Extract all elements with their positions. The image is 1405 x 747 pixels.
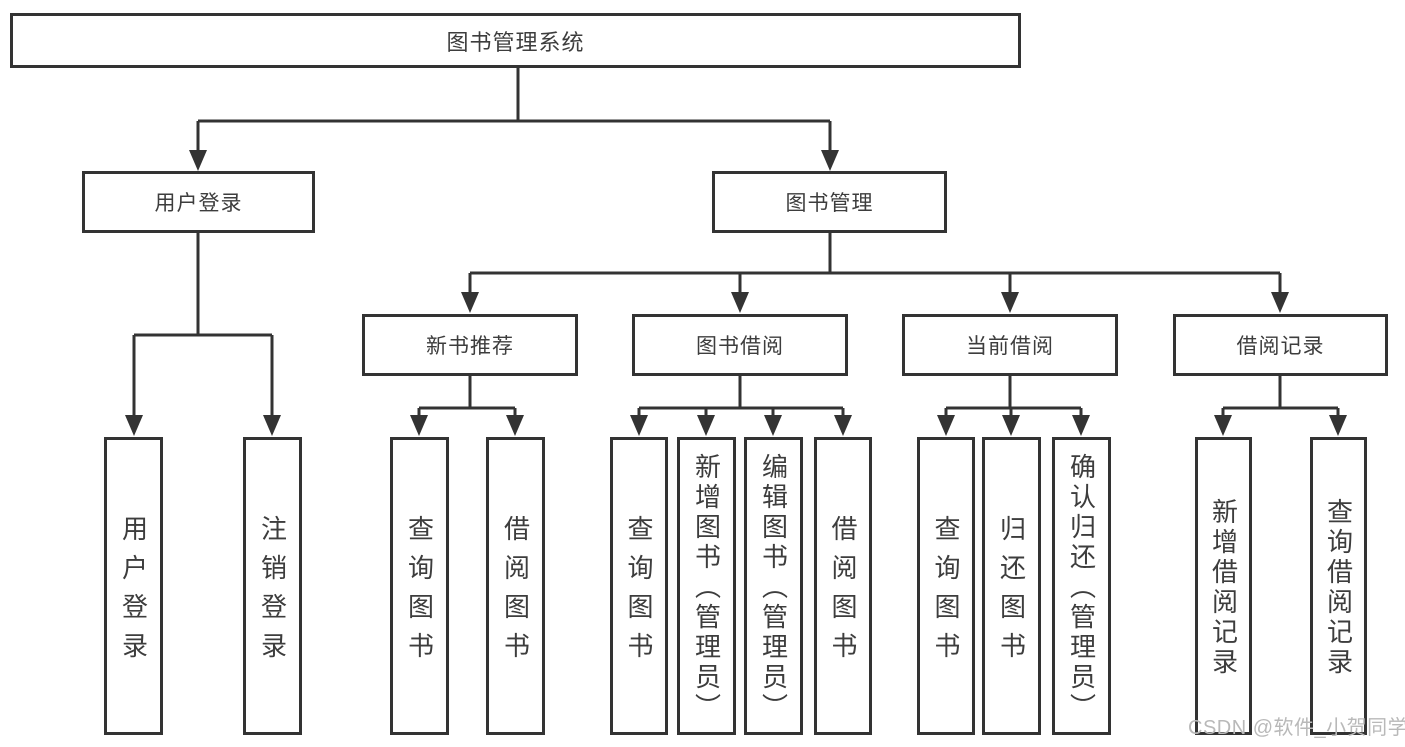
connector-book-borrow xyxy=(630,376,852,436)
connector-current-borrow xyxy=(937,376,1090,436)
node-label: 查询图书 xyxy=(931,514,961,671)
node-leaf-query-borrow-record: 查询借阅记录 xyxy=(1310,437,1367,735)
node-leaf-logout: 注销登录 xyxy=(243,437,302,735)
node-leaf-confirm-return-admin: 确认归还（管理员） xyxy=(1052,437,1111,735)
arrowhead-icon xyxy=(1072,415,1090,436)
node-label: 用户登录 xyxy=(118,514,149,671)
node-label: 归还图书 xyxy=(996,514,1027,671)
node-label: 借阅记录 xyxy=(1236,335,1325,358)
node-current-borrow: 当前借阅 xyxy=(902,314,1118,376)
arrowhead-icon xyxy=(731,292,749,313)
arrowhead-icon xyxy=(1214,415,1232,436)
node-label: 图书管理 xyxy=(785,192,874,215)
node-label: 查询图书 xyxy=(404,514,435,671)
node-label: 借阅图书 xyxy=(500,514,531,671)
arrowhead-icon xyxy=(834,415,852,436)
arrowhead-icon xyxy=(461,292,479,313)
node-label: 当前借阅 xyxy=(966,335,1054,358)
arrowhead-icon xyxy=(263,415,281,436)
connector-line xyxy=(1221,376,1340,424)
node-label: 注销登录 xyxy=(257,514,288,671)
node-book-management: 图书管理 xyxy=(712,171,947,233)
node-label: 用户登录 xyxy=(154,192,243,215)
node-leaf-borrow-books-recommend: 借阅图书 xyxy=(486,437,545,735)
node-leaf-query-books-borrow: 查询图书 xyxy=(610,437,668,735)
arrowhead-icon xyxy=(189,150,207,171)
arrowhead-icon xyxy=(410,415,428,436)
connector-line xyxy=(196,68,832,158)
arrowhead-icon xyxy=(697,415,715,436)
node-leaf-add-borrow-record: 新增借阅记录 xyxy=(1195,437,1252,735)
node-book-borrow: 图书借阅 xyxy=(632,314,848,376)
connector-book-management-branch xyxy=(461,233,1289,313)
node-label: 新书推荐 xyxy=(426,335,514,358)
node-borrow-records: 借阅记录 xyxy=(1173,314,1388,376)
arrowhead-icon xyxy=(125,415,143,436)
node-label: 图书管理系统 xyxy=(446,29,585,55)
arrowhead-icon xyxy=(1271,292,1289,313)
connector-line xyxy=(417,376,517,424)
connector-line xyxy=(132,233,274,424)
node-leaf-query-books-current: 查询图书 xyxy=(917,437,975,735)
node-leaf-query-books-recommend: 查询图书 xyxy=(390,437,449,735)
node-label: 查询借阅记录 xyxy=(1323,498,1354,678)
arrowhead-icon xyxy=(1001,292,1019,313)
arrowhead-icon xyxy=(937,415,955,436)
arrowhead-icon xyxy=(764,415,782,436)
node-new-book-recommend: 新书推荐 xyxy=(362,314,578,376)
arrowhead-icon xyxy=(630,415,648,436)
connector-user-login-branch xyxy=(125,233,281,436)
node-label: 借阅图书 xyxy=(828,514,858,671)
node-label: 新增借阅记录 xyxy=(1208,498,1239,678)
connector-line xyxy=(637,376,845,424)
node-leaf-user-login: 用户登录 xyxy=(104,437,163,735)
node-library-management-system: 图书管理系统 xyxy=(10,13,1021,68)
watermark: CSDN @软件_小贺同学 xyxy=(1188,717,1405,739)
connector-borrow-records xyxy=(1214,376,1347,436)
node-label: 编辑图书（管理员） xyxy=(758,453,789,723)
node-label: 新增图书（管理员） xyxy=(691,453,722,723)
connector-new-book-recommend xyxy=(410,376,524,436)
node-leaf-return-books: 归还图书 xyxy=(982,437,1041,735)
arrowhead-icon xyxy=(821,150,839,171)
connector-root xyxy=(189,68,839,171)
connector-line xyxy=(468,233,1282,300)
node-leaf-edit-books-admin: 编辑图书（管理员） xyxy=(744,437,803,735)
arrowhead-icon xyxy=(1329,415,1347,436)
arrowhead-icon xyxy=(506,415,524,436)
node-leaf-add-books-admin: 新增图书（管理员） xyxy=(677,437,736,735)
node-user-login-branch: 用户登录 xyxy=(82,171,315,233)
node-leaf-borrow-books: 借阅图书 xyxy=(814,437,872,735)
node-label: 查询图书 xyxy=(624,514,654,671)
arrowhead-icon xyxy=(1002,415,1020,436)
node-label: 确认归还（管理员） xyxy=(1066,453,1097,723)
node-label: 图书借阅 xyxy=(696,335,784,358)
